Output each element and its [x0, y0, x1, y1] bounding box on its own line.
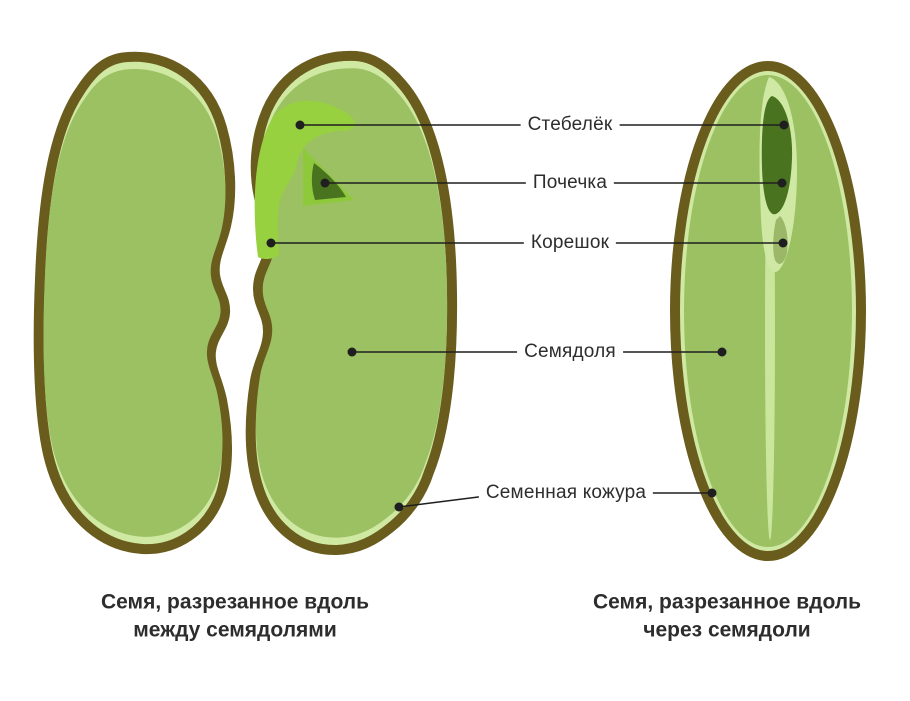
caption-right-line2: через семядоли: [643, 618, 811, 641]
seed-whole-right: [670, 61, 866, 561]
seed-left-flesh: [43, 69, 226, 537]
dot-root-right: [778, 238, 788, 248]
pointer-dots: [266, 120, 789, 512]
dot-bud-left: [320, 178, 330, 188]
seed-half-middle: [251, 56, 452, 550]
dot-root-left: [266, 238, 276, 248]
label-bud: Почечка: [525, 171, 615, 195]
caption-left-line1: Семя, разрезанное вдоль: [100, 590, 370, 614]
dot-cotyledon-right: [717, 347, 727, 357]
caption-left: Семя, разрезанное вдоль между семядолями: [101, 588, 369, 643]
label-root: Корешок: [523, 231, 617, 255]
dot-cotyledon-left: [347, 347, 357, 357]
dot-stem-right: [779, 120, 789, 130]
label-cotyledon: Семядоля: [517, 340, 623, 364]
dot-bud-right: [777, 178, 787, 188]
caption-left-line2: между семядолями: [133, 618, 337, 641]
dot-coat-left: [394, 502, 404, 512]
label-seed-coat: Семенная кожура: [478, 481, 654, 505]
label-stem: Стебелёк: [520, 113, 620, 137]
embryo-stem-hook: [254, 100, 355, 260]
dot-coat-right: [707, 488, 717, 498]
caption-right-line1: Семя, разрезанное вдоль: [592, 590, 862, 614]
dot-stem-left: [295, 120, 305, 130]
caption-right: Семя, разрезанное вдоль через семядоли: [593, 588, 861, 643]
seed-half-left: [39, 57, 231, 549]
